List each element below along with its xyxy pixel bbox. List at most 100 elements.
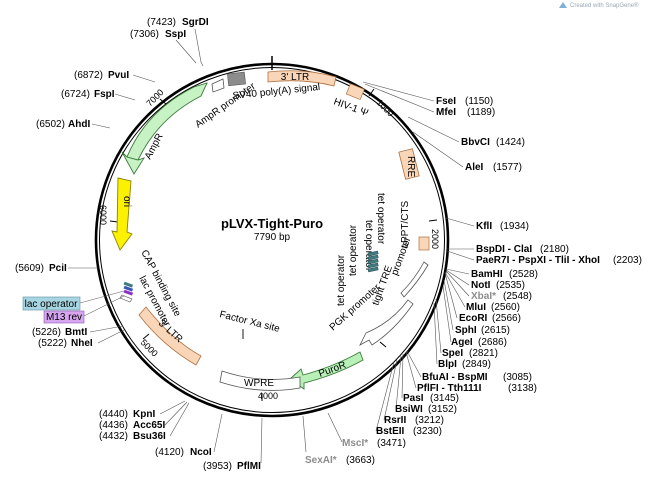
site-rsrii-name[interactable]: RsrII	[384, 415, 406, 426]
m13-rev-leader	[83, 295, 125, 317]
site-bamhi-name[interactable]: BamHI	[471, 269, 503, 280]
site-pflfi-pos: (3138)	[508, 383, 537, 394]
site-alei-pos: (1577)	[493, 162, 522, 173]
feature-hiv1-psi-label: HIV-1 Ψ	[332, 96, 370, 119]
site-spei-pos: (2821)	[469, 348, 498, 359]
site-bsiwi-pos: (3152)	[428, 404, 457, 415]
site-sgrdi-name[interactable]: SgrDI	[182, 17, 209, 28]
site-fspi-pos: (6724)	[61, 89, 90, 100]
feature-rre-box[interactable]	[398, 148, 420, 180]
site-sspi-pos: (7306)	[130, 29, 159, 40]
site-agei-name[interactable]: AgeI	[451, 337, 473, 348]
site-xbai-pos: (2548)	[503, 291, 532, 302]
site-sspi-name[interactable]: SspI	[165, 29, 186, 40]
site-msci-pos: (3471)	[377, 438, 406, 449]
site-pasi-name[interactable]: PasI	[403, 393, 424, 404]
site-fspi-name[interactable]: FspI	[94, 89, 115, 100]
site-bsteii-name[interactable]: BstEII	[376, 426, 405, 437]
feature-wpre-box[interactable]	[219, 370, 301, 391]
site-bspdi-name[interactable]: BspDI - ClaI	[476, 244, 532, 255]
site-bsiwi-name[interactable]: BsiWI	[395, 404, 423, 415]
site-sphi-name[interactable]: SphI	[455, 325, 477, 336]
feature-cppt-box[interactable]	[418, 236, 430, 251]
site-kpni-pos: (4440)	[99, 409, 128, 420]
site-bsu36i-name[interactable]: Bsu36I	[133, 431, 166, 442]
feature-ampr-promoter-arrow[interactable]	[211, 78, 225, 93]
feature-hiv1-psi-box[interactable]	[345, 83, 365, 101]
feature-3ltr-top[interactable]: 3' LTR	[267, 70, 337, 87]
feature-tet-operator-label-4: tet operator	[336, 254, 347, 306]
site-pcii-name[interactable]: PciI	[49, 263, 67, 274]
site-ahdi-name[interactable]: AhdI	[68, 119, 90, 130]
site-ecori-pos: (2566)	[492, 313, 521, 324]
site-ahdi-pos: (6502)	[36, 119, 65, 130]
tick-6000: 6000	[98, 205, 108, 225]
site-bbvci-name[interactable]: BbvCI	[461, 137, 490, 148]
tick-2000: 2000	[430, 229, 440, 249]
snapgene-logo-icon	[559, 2, 567, 8]
site-ecori-name[interactable]: EcoRI	[459, 313, 488, 324]
site-blpi-name[interactable]: BlpI	[438, 359, 457, 370]
feature-ori-arrow[interactable]	[111, 177, 133, 251]
feature-3ltr-top-label: 3' LTR	[281, 72, 309, 83]
site-pflfi-name[interactable]: PflFI - Tth111I	[417, 383, 482, 394]
feature-lac-stack[interactable]	[119, 281, 134, 303]
site-ncoi-name[interactable]: NcoI	[190, 447, 212, 458]
site-bspdi-pos: (2180)	[540, 244, 569, 255]
site-acc65i-name[interactable]: Acc65I	[133, 420, 165, 431]
m13-rev-tag[interactable]	[43, 310, 85, 324]
site-mlui-pos: (2560)	[491, 302, 520, 313]
site-bmti-name[interactable]: BmtI	[65, 327, 87, 338]
site-kfli-name[interactable]: KflI	[476, 221, 492, 232]
feature-tet-operator-stack[interactable]	[367, 250, 379, 273]
site-msci-name[interactable]: MscI*	[342, 438, 368, 449]
site-fsei-name[interactable]: FseI	[436, 96, 456, 107]
site-bsteii-pos: (3230)	[413, 426, 442, 437]
snapgene-watermark: Created with SnapGene®	[570, 2, 639, 9]
feature-pgk-arrow[interactable]	[359, 299, 414, 346]
feature-sv40-box[interactable]	[227, 71, 246, 87]
site-pflmi-pos: (3953)	[203, 461, 232, 472]
lac-operator-tag[interactable]	[22, 296, 81, 311]
site-acc65i-pos: (4436)	[99, 420, 128, 431]
feature-tight-tre-promoter-label: promoter	[389, 235, 413, 277]
site-pflmi-name[interactable]: PflMI	[237, 461, 261, 472]
site-nhei-pos: (5222)	[38, 338, 67, 349]
site-bamhi-pos: (2528)	[509, 269, 538, 280]
site-sgrdi-pos: (7423)	[147, 17, 176, 28]
site-mfei-name[interactable]: MfeI	[436, 107, 456, 118]
site-mfei-pos: (1189)	[467, 107, 495, 118]
site-pvui-name[interactable]: PvuI	[108, 70, 129, 81]
site-rsrii-pos: (3212)	[415, 415, 444, 426]
feature-tet-operator-label-1: tet operator	[363, 220, 374, 272]
site-spei-name[interactable]: SpeI	[442, 348, 463, 359]
site-pasi-pos: (3145)	[430, 393, 459, 404]
feature-tight-tre-arrow[interactable]	[400, 261, 429, 298]
feature-tet-operator-label-3: tet operator	[348, 224, 359, 276]
site-blpi-pos: (2849)	[462, 359, 491, 370]
site-paer7i-name[interactable]: PaeR7I - PspXI - TliI - XhoI	[476, 255, 600, 266]
site-alei-name[interactable]: AleI	[465, 162, 484, 173]
site-agei-pos: (2686)	[478, 337, 507, 348]
site-sphi-pos: (2615)	[481, 325, 510, 336]
site-sexai-pos: (3663)	[346, 455, 375, 466]
site-noti-name[interactable]: NotI	[471, 280, 491, 291]
site-kpni-name[interactable]: KpnI	[133, 409, 155, 420]
site-bfuai-pos: (3085)	[503, 372, 532, 383]
site-bmti-pos: (5226)	[32, 327, 61, 338]
site-mlui-name[interactable]: MluI	[466, 302, 486, 313]
site-xbai-name[interactable]: XbaI*	[471, 291, 496, 302]
feature-factor-xa-label: Factor Xa site	[218, 309, 281, 335]
m13-rev-tag-label: M13 rev	[46, 312, 82, 323]
site-sexai-name[interactable]: SexAI*	[305, 455, 337, 466]
feature-3ltr-bottom-box[interactable]	[138, 306, 202, 366]
feature-factor-xa-mark[interactable]	[242, 329, 244, 339]
site-leaders	[68, 28, 475, 464]
site-bfuai-name[interactable]: BfuAI - BspMI	[422, 372, 488, 383]
site-nhei-name[interactable]: NheI	[71, 338, 93, 349]
site-kfli-pos: (1934)	[500, 221, 529, 232]
feature-ampr-arrow-head	[121, 151, 146, 175]
tick-4000: 4000	[258, 391, 278, 401]
lac-operator-tag-label: lac operator	[25, 299, 78, 310]
